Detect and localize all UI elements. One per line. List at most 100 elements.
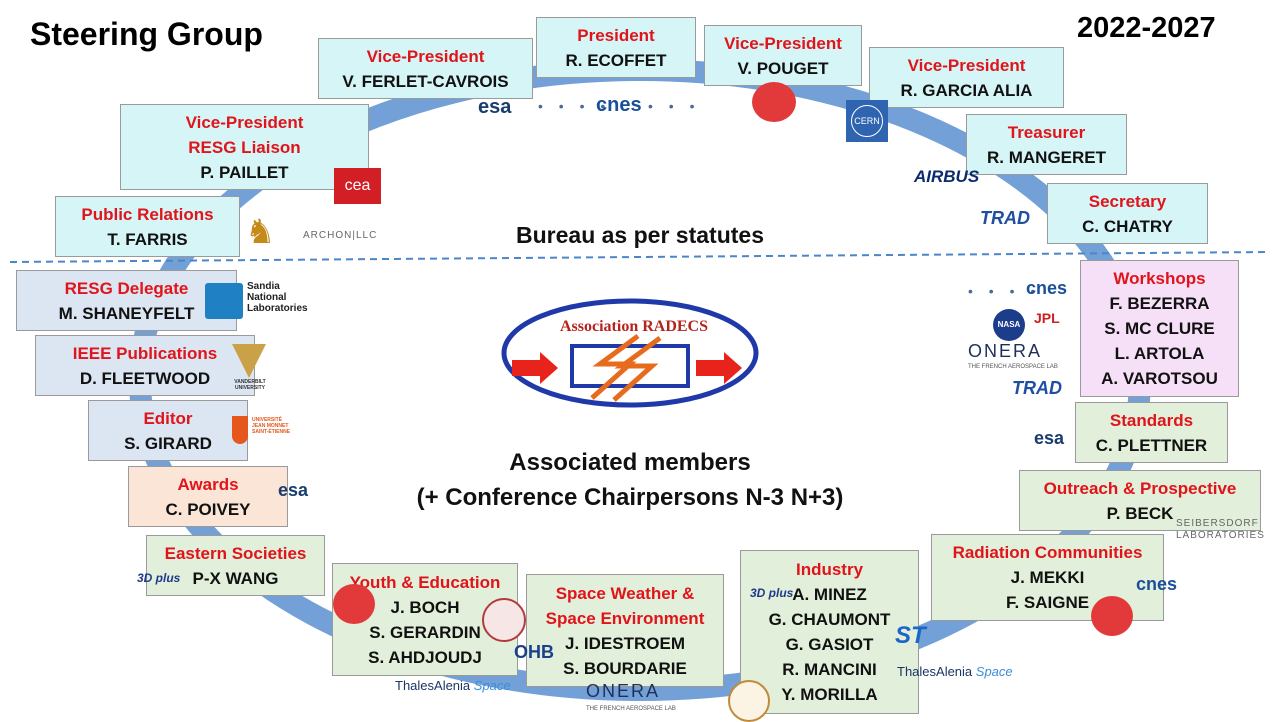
assoc-industry-box: Industry A. MINEZ G. CHAUMONT G. GASIOT …: [740, 550, 919, 714]
member-name: T. FARRIS: [107, 229, 188, 249]
page-title: Steering Group: [30, 16, 263, 52]
bureau-secretary-box: Secretary C. CHATRY: [1047, 183, 1208, 244]
ohb-logo: OHB: [514, 642, 554, 662]
role-label-secondary: Space Environment: [545, 608, 705, 628]
bureau-vice-president-box: Vice-President V. FERLET-CAVROIS: [318, 38, 533, 99]
cern-logo: CERN: [846, 100, 888, 142]
bureau-vice-president-box: Vice-President V. POUGET: [704, 25, 862, 86]
role-label: Youth & Education: [349, 572, 501, 592]
role-label: Vice-President: [366, 46, 485, 66]
bureau-president-box: President R. ECOFFET: [536, 17, 696, 78]
member-name: V. POUGET: [737, 58, 829, 78]
member-name: V. FERLET-CAVROIS: [342, 71, 509, 91]
role-label: Standards: [1109, 410, 1194, 430]
member-name: C. PLETTNER: [1095, 435, 1208, 455]
period-label: 2022-2027: [1077, 12, 1216, 44]
onera-logo: ONERA: [586, 681, 661, 701]
cnes-logo: cnes: [1136, 574, 1178, 594]
member-name: S. BOURDARIE: [563, 658, 687, 678]
jpl-logo: JPL: [1034, 310, 1060, 326]
ujm-logo: UNIVERSITÉ JEAN MONNET SAINT-ÉTIENNE: [252, 417, 291, 435]
member-name: S. GERARDIN: [369, 622, 481, 642]
member-name: S. AHDJOUDJ: [368, 647, 482, 667]
member-name: A. MINEZ: [792, 585, 867, 604]
member-name: D. FLEETWOOD: [79, 368, 211, 388]
archon-logo-text: ARCHON: [303, 230, 353, 241]
member-name: Y. MORILLA: [781, 685, 878, 704]
thales-alenia-logo: ThalesAlenia Space: [897, 664, 1013, 679]
trad-logo: TRAD: [980, 208, 1030, 228]
esa-logo: esa: [278, 480, 309, 500]
onera-logo: ONERA: [968, 341, 1043, 361]
seibersdorf-logo: SEIBERSDORF LABORATORIES: [1176, 518, 1265, 541]
member-name: L. ARTOLA: [1114, 344, 1205, 363]
role-label: Outreach & Prospective: [1043, 478, 1237, 498]
assoc-eastern-societies-box: Eastern Societies P-X WANG: [146, 535, 325, 596]
thales-alenia-text: ThalesAlenia: [395, 678, 471, 693]
member-name: R. MANGERET: [987, 147, 1106, 167]
member-name: J. MEKKI: [1010, 568, 1085, 587]
role-label: Eastern Societies: [164, 543, 307, 563]
role-label: Radiation Communities: [952, 543, 1143, 562]
member-name: C. POIVEY: [165, 499, 251, 519]
member-name: F. BEZERRA: [1109, 294, 1210, 313]
role-label: Workshops: [1113, 269, 1206, 288]
onera-tagline: THE FRENCH AEROSPACE LAB: [586, 706, 676, 712]
role-label: President: [577, 25, 655, 45]
member-name: P-X WANG: [192, 568, 279, 588]
role-label: Space Weather &: [555, 583, 695, 603]
role-label: Awards: [177, 474, 239, 494]
archon-griffin-icon: ♞: [245, 213, 276, 251]
archon-logo-llc: LLC: [355, 230, 378, 241]
university-seal-icon: [333, 584, 375, 624]
assoc-resg-delegate-box: RESG Delegate M. SHANEYFELT: [16, 270, 237, 331]
bureau-vice-president-resg-box: Vice-President RESG Liaison P. PAILLET: [120, 104, 369, 190]
member-name: M. SHANEYFELT: [58, 303, 195, 323]
role-label: Public Relations: [81, 204, 214, 224]
role-label: Secretary: [1088, 191, 1167, 211]
university-seal-icon: [752, 82, 796, 122]
archon-logo: ARCHON|LLC: [303, 230, 378, 241]
ujm-shield-icon: [232, 416, 248, 444]
sandia-thunderbird-icon: [205, 283, 243, 319]
bureau-public-relations-box: Public Relations T. FARRIS: [55, 196, 240, 257]
member-name: R. GARCIA ALIA: [900, 80, 1033, 100]
thales-alenia-space: Space: [473, 678, 511, 693]
assoc-outreach-box: Outreach & Prospective P. BECK: [1019, 470, 1261, 531]
university-seal-icon: [482, 598, 526, 642]
member-name: R. ECOFFET: [565, 50, 667, 70]
associated-label: Associated members: [509, 449, 751, 476]
role-label: Industry: [795, 560, 864, 579]
cea-logo: cea: [334, 168, 381, 204]
member-name: C. CHATRY: [1082, 216, 1173, 236]
thales-alenia-space: Space: [975, 664, 1013, 679]
role-label: Vice-President: [185, 112, 304, 132]
radecs-logo-graphic: [501, 298, 759, 408]
assoc-youth-education-box: Youth & Education J. BOCH S. GERARDIN S.…: [332, 563, 518, 676]
role-label: RESG Delegate: [64, 278, 189, 298]
member-name: G. GASIOT: [785, 635, 874, 654]
member-name: F. SAIGNE: [1005, 593, 1090, 612]
role-label: Vice-President: [724, 33, 842, 53]
assoc-workshops-box: Workshops F. BEZERRA S. MC CLURE L. ARTO…: [1080, 260, 1239, 397]
role-label: IEEE Publications: [72, 343, 218, 363]
onera-tagline: THE FRENCH AEROSPACE LAB: [968, 364, 1058, 370]
member-name: R. MANCINI: [782, 660, 877, 679]
assoc-editor-box: Editor S. GIRARD: [88, 400, 248, 461]
assoc-standards-box: Standards C. PLETTNER: [1075, 402, 1228, 463]
member-name: P. BECK: [1106, 503, 1174, 523]
member-name: J. IDESTROEM: [565, 633, 685, 653]
assoc-space-weather-box: Space Weather & Space Environment J. IDE…: [526, 574, 724, 687]
member-name: G. CHAUMONT: [768, 610, 891, 629]
thales-alenia-text: ThalesAlenia: [897, 664, 973, 679]
member-name: A. VAROTSOU: [1101, 369, 1218, 388]
role-label-secondary: RESG Liaison: [188, 137, 301, 157]
member-name: S. MC CLURE: [1104, 319, 1215, 338]
cnes-logo: cnes: [596, 94, 642, 116]
dots-decoration: • • • •: [538, 98, 612, 114]
thales-alenia-logo: ThalesAlenia Space: [395, 678, 511, 693]
3dplus-logo: 3D plus: [137, 571, 181, 585]
university-seal-icon: [728, 680, 770, 722]
nasa-logo: NASA: [993, 309, 1025, 341]
dots-decoration: • • • •: [968, 283, 1042, 299]
